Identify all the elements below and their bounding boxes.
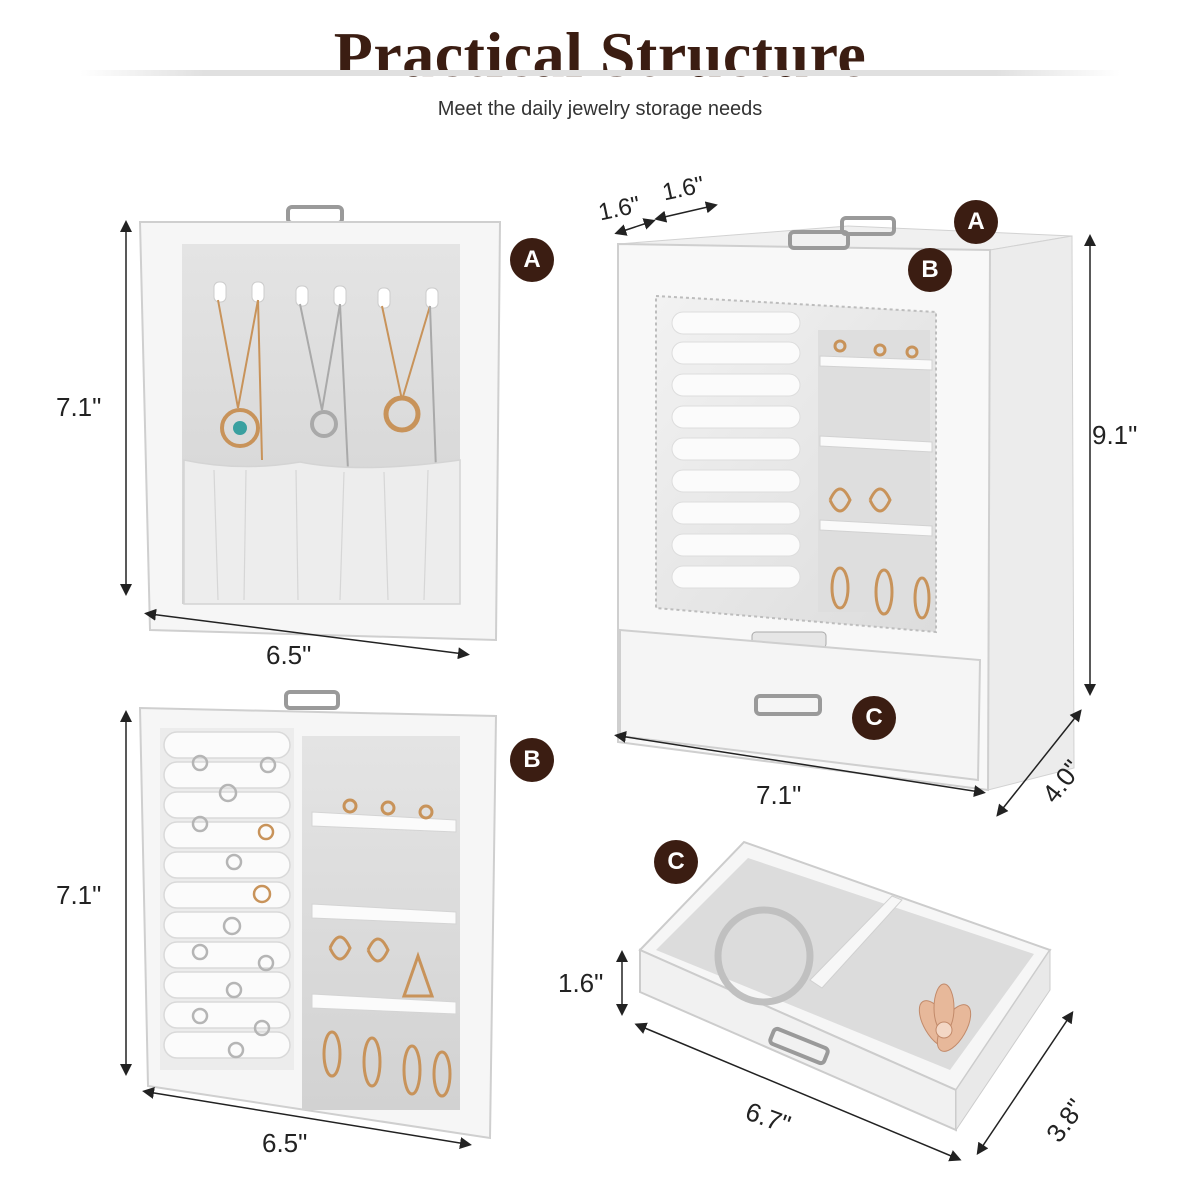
cabinet-height-label: 9.1" [1092,420,1138,450]
panel-b-width-label: 6.5" [262,1128,308,1158]
bracelet-icon [714,906,814,1006]
drawer-c [638,840,1052,1132]
cabinet-width-arrow [614,730,986,798]
cabinet-badge-a: A [954,200,998,244]
panel-b-width-arrow [142,1087,472,1149]
title-divider [80,70,1120,76]
pendant-icon [383,395,421,433]
handle-icon [754,694,822,716]
divider [809,895,903,989]
handle-icon [284,690,340,710]
drawer-depth-arrow [976,1011,1074,1155]
page-title: Practical Structure [333,19,867,90]
panel-a-tray [138,205,502,642]
panel-a-badge: A [510,238,554,282]
cabinet-badge-b: B [908,248,952,292]
cabinet-width-label: 7.1" [756,780,802,810]
handle-icon [840,216,896,236]
page-subtitle: Meet the daily jewelry storage needs [437,98,763,120]
cabinet-depth-left-arrow [614,218,656,236]
cabinet [617,216,1075,792]
panel-a-width-label: 6.5" [266,640,312,670]
drawer-height-label: 1.6" [558,968,604,998]
cabinet-depth-arrow [996,709,1082,817]
panel-b-tray [138,690,498,1140]
ring-rolls [163,731,291,1059]
handle-icon [286,205,344,225]
drawer-width-arrow [634,1022,962,1162]
pendant-icon [310,410,338,438]
panel-b-badge: B [510,738,554,782]
earring-icon [828,339,931,620]
panel-b-height-label: 7.1" [56,880,102,910]
panel-a-height-label: 7.1" [56,392,102,422]
pouch [183,459,461,605]
panel-a-width-arrow [144,608,470,660]
cabinet-depth-right-arrow [654,201,718,223]
cabinet-badge-c: C [852,696,896,740]
handle-icon [788,230,850,250]
drawer-c-badge: C [654,840,698,884]
pendant-icon [220,408,260,448]
ring-icon [191,754,277,1059]
